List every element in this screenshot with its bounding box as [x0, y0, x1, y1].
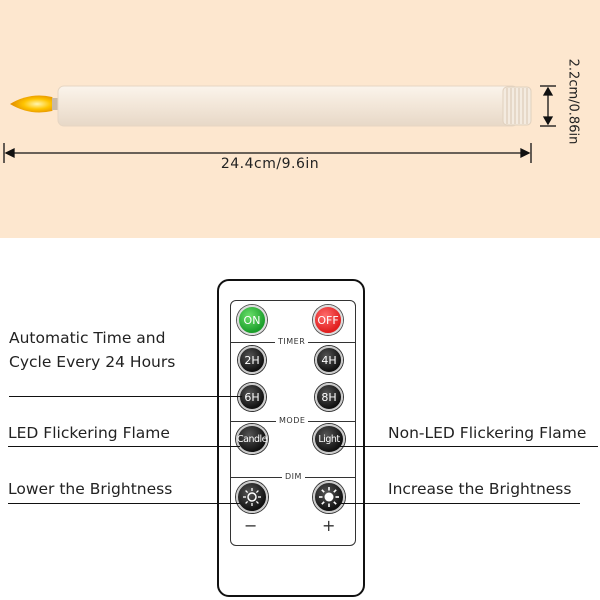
off-button[interactable]: OFF	[313, 305, 343, 335]
dim-lower-button[interactable]	[236, 481, 268, 513]
led-flicker-line	[8, 446, 240, 447]
increase-brightness-callout: Increase the Brightness	[388, 480, 572, 498]
timer-callout-line2: Cycle Every 24 Hours	[9, 353, 176, 371]
timer-6h-button[interactable]: 6H	[238, 383, 266, 411]
timer-section-label: TIMER	[275, 337, 309, 346]
timer-callout-line	[9, 396, 242, 397]
diameter-label: 2.2cm/0.86in	[565, 58, 581, 145]
timer-8h-button[interactable]: 8H	[315, 383, 343, 411]
on-button[interactable]: ON	[237, 305, 267, 335]
dim-minus-sign: −	[244, 516, 258, 535]
mode-light-button[interactable]: Light	[313, 424, 345, 454]
non-led-flicker-callout: Non-LED Flickering Flame	[388, 424, 587, 442]
dim-increase-button[interactable]	[313, 481, 345, 513]
candle-body	[57, 85, 519, 127]
timer-2h-button[interactable]: 2H	[238, 346, 266, 374]
mode-candle-button[interactable]: Candle	[236, 424, 268, 454]
lower-brightness-line	[8, 503, 240, 504]
length-dimension-arrow	[3, 143, 532, 163]
candle-illustration	[3, 85, 556, 163]
non-led-flicker-line	[340, 446, 598, 447]
diameter-dimension-arrow	[540, 85, 556, 127]
mode-section-label: MODE	[276, 416, 309, 425]
remote-button-panel	[230, 300, 356, 546]
length-label: 24.4cm/9.6in	[220, 156, 320, 172]
dim-plus-sign: +	[322, 516, 336, 535]
sun-bright-icon	[319, 487, 339, 507]
led-flicker-callout: LED Flickering Flame	[8, 424, 170, 442]
lower-brightness-callout: Lower the Brightness	[8, 480, 173, 498]
timer-4h-button[interactable]: 4H	[315, 346, 343, 374]
flame-icon	[10, 95, 55, 113]
candle-base	[502, 86, 532, 126]
increase-brightness-line	[340, 503, 580, 504]
sun-dim-icon	[243, 488, 261, 506]
dim-section-label: DIM	[282, 472, 305, 481]
timer-callout-line1: Automatic Time and	[9, 329, 166, 347]
